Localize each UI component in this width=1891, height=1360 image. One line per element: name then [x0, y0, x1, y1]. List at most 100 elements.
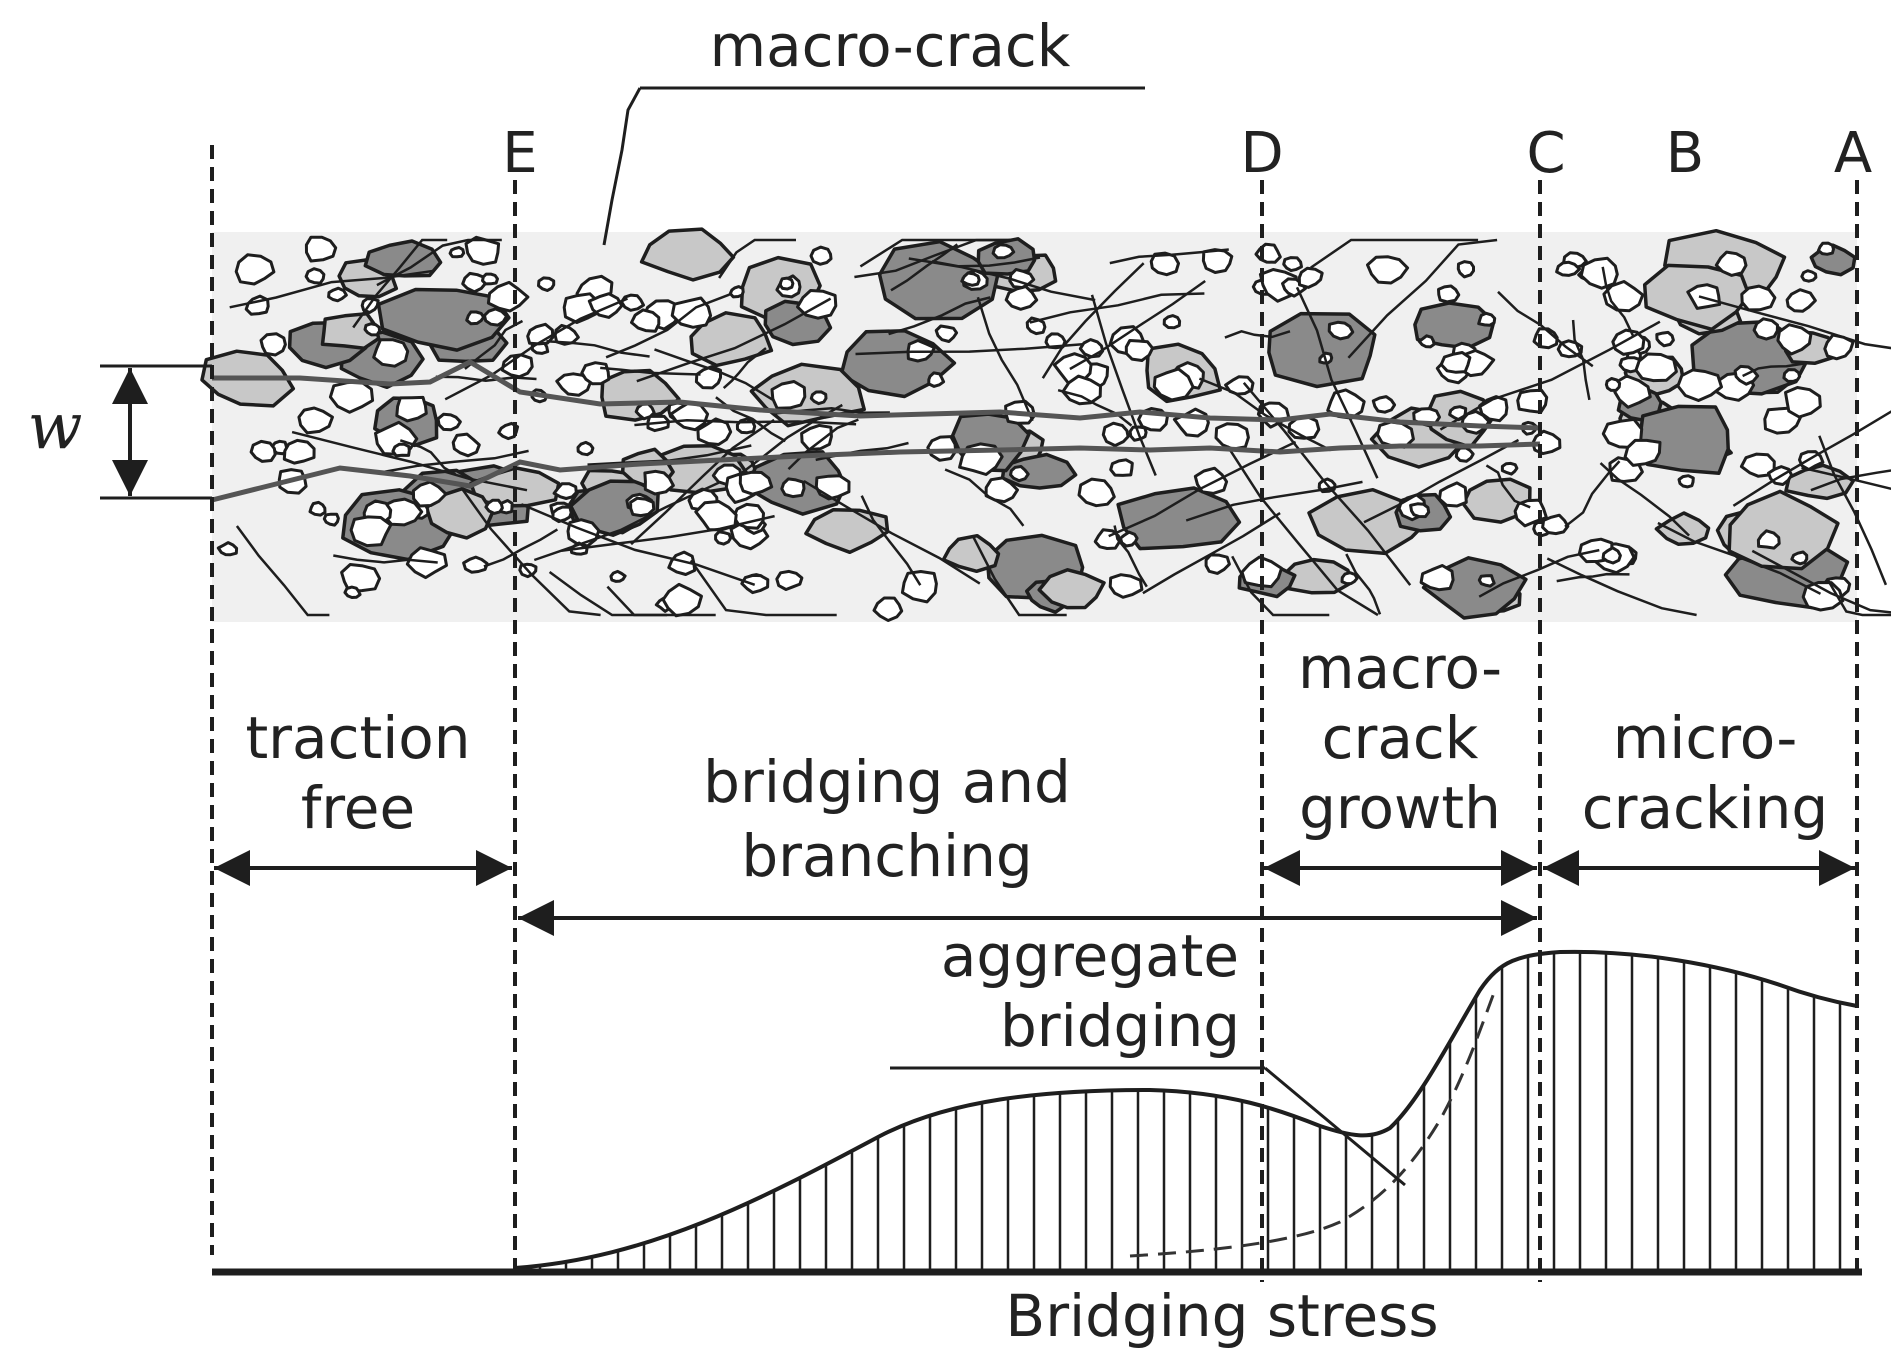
- micro-crack: [1347, 238, 1498, 359]
- aggregate-particle: [486, 280, 530, 313]
- micro-crack: [1826, 578, 1891, 617]
- micro-crack: [1751, 549, 1891, 614]
- micro-crack: [460, 487, 601, 617]
- micro-crack: [854, 238, 1011, 279]
- micro-crack: [352, 238, 448, 329]
- macro-crack-label: macro-crack: [710, 12, 1071, 80]
- aggregate-particle: [464, 235, 501, 266]
- micro-crack: [1057, 388, 1133, 427]
- micro-crack: [399, 439, 457, 476]
- aggregate-particle: [1752, 317, 1779, 341]
- aggregate-particle: [481, 272, 499, 286]
- aggregate-particle: [609, 569, 627, 583]
- micro-crack: [860, 495, 922, 586]
- width-symbol: w: [28, 390, 83, 464]
- aggregate-particle: [1604, 377, 1622, 392]
- aggregate-particle: [780, 477, 806, 499]
- aggregate-particle: [391, 442, 411, 458]
- aggregate-particle: [308, 500, 327, 517]
- aggregate-particle: [537, 276, 556, 292]
- micro-crack: [1657, 521, 1822, 595]
- aggregate-particle: [770, 380, 807, 410]
- stress-hatching: [538, 951, 1842, 1272]
- aggregate-particle: [1116, 486, 1242, 551]
- aggregate-particle: [1214, 422, 1250, 451]
- aggregate-particle: [483, 307, 509, 327]
- micro-crack: [1108, 440, 1297, 538]
- aggregate-particle: [778, 276, 795, 291]
- micro-crack: [235, 525, 330, 617]
- micro-crack: [718, 238, 796, 279]
- point-label-a: A: [1834, 121, 1872, 186]
- aggregate-particle: [941, 533, 1001, 574]
- aggregate-particle: [634, 402, 656, 421]
- micro-crack: [382, 449, 529, 474]
- aggregate-bridging-label-line1: aggregate: [941, 922, 1239, 990]
- aggregate-particle: [327, 286, 348, 303]
- aggregate-particle: [728, 285, 745, 299]
- macro-crack-leader: [602, 87, 642, 246]
- aggregate-particle: [395, 395, 428, 423]
- aggregate-particle: [1555, 260, 1581, 277]
- aggregate-particle: [1613, 374, 1652, 409]
- aggregate-particle: [465, 310, 486, 326]
- micro-crack: [546, 339, 650, 358]
- micro-crack: [444, 297, 628, 401]
- aggregate-particle: [960, 271, 981, 287]
- micro-crack: [1571, 319, 1591, 401]
- micro-crack: [1226, 445, 1379, 617]
- aggregate-particle: [297, 406, 334, 435]
- point-label-c: C: [1526, 121, 1565, 186]
- aggregate-particle: [1004, 285, 1039, 311]
- micro-crack: [855, 342, 1083, 356]
- aggregate-particle: [1477, 574, 1496, 588]
- aggregate-particle: [629, 496, 656, 518]
- aggregate-particle: [643, 469, 675, 496]
- aggregate-particle: [639, 227, 736, 282]
- aggregate-particles: [200, 227, 1857, 622]
- aggregate-particle: [1162, 314, 1182, 330]
- aggregate-particle: [775, 569, 804, 591]
- zone-bridging-line2: branching: [741, 822, 1032, 890]
- micro-crack: [1546, 557, 1697, 617]
- aggregate-particle: [714, 530, 733, 546]
- micro-crack: [1224, 329, 1291, 339]
- aggregate-particle: [1800, 269, 1818, 283]
- aggregate-particle: [500, 353, 534, 379]
- aggregate-particle: [461, 271, 487, 294]
- aggregate-particle: [1340, 571, 1359, 586]
- micro-crack: [630, 418, 775, 546]
- zone-macro-growth-line1: macro-: [1298, 634, 1502, 702]
- aggregate-particle: [436, 412, 462, 432]
- micro-crack: [1439, 320, 1661, 431]
- aggregate-particle: [1078, 338, 1105, 359]
- aggregate-particle: [1756, 529, 1781, 550]
- aggregate-particle: [1541, 513, 1570, 536]
- micro-crack: [1231, 555, 1330, 617]
- aggregate-particle: [1409, 502, 1431, 519]
- aggregate-particle: [1677, 474, 1695, 489]
- aggregate-particle: [216, 541, 239, 557]
- aggregate-particle: [1790, 550, 1809, 566]
- aggregate-particle: [1637, 404, 1730, 475]
- micro-crack: [634, 418, 857, 427]
- aggregate-particle: [1366, 255, 1410, 285]
- aggregate-particle: [1601, 546, 1622, 565]
- aggregate-particle: [1823, 333, 1855, 361]
- micro-crack: [1818, 435, 1888, 586]
- aggregate-particle: [304, 267, 326, 285]
- aggregate-particle: [1282, 256, 1303, 273]
- aggregate-particle: [1500, 461, 1519, 476]
- micro-crack: [561, 514, 775, 553]
- micro-crack: [944, 468, 1025, 527]
- aggregate-particle: [1714, 250, 1748, 277]
- aggregate-particle: [1676, 368, 1723, 402]
- aggregate-particle: [304, 235, 338, 263]
- aggregate-particle: [1152, 367, 1195, 402]
- aggregate-particle: [984, 476, 1019, 504]
- aggregate-particle: [1101, 421, 1130, 448]
- aggregate-particle: [1579, 256, 1619, 290]
- point-label-d: D: [1240, 121, 1283, 186]
- aggregate-particle: [1739, 452, 1776, 478]
